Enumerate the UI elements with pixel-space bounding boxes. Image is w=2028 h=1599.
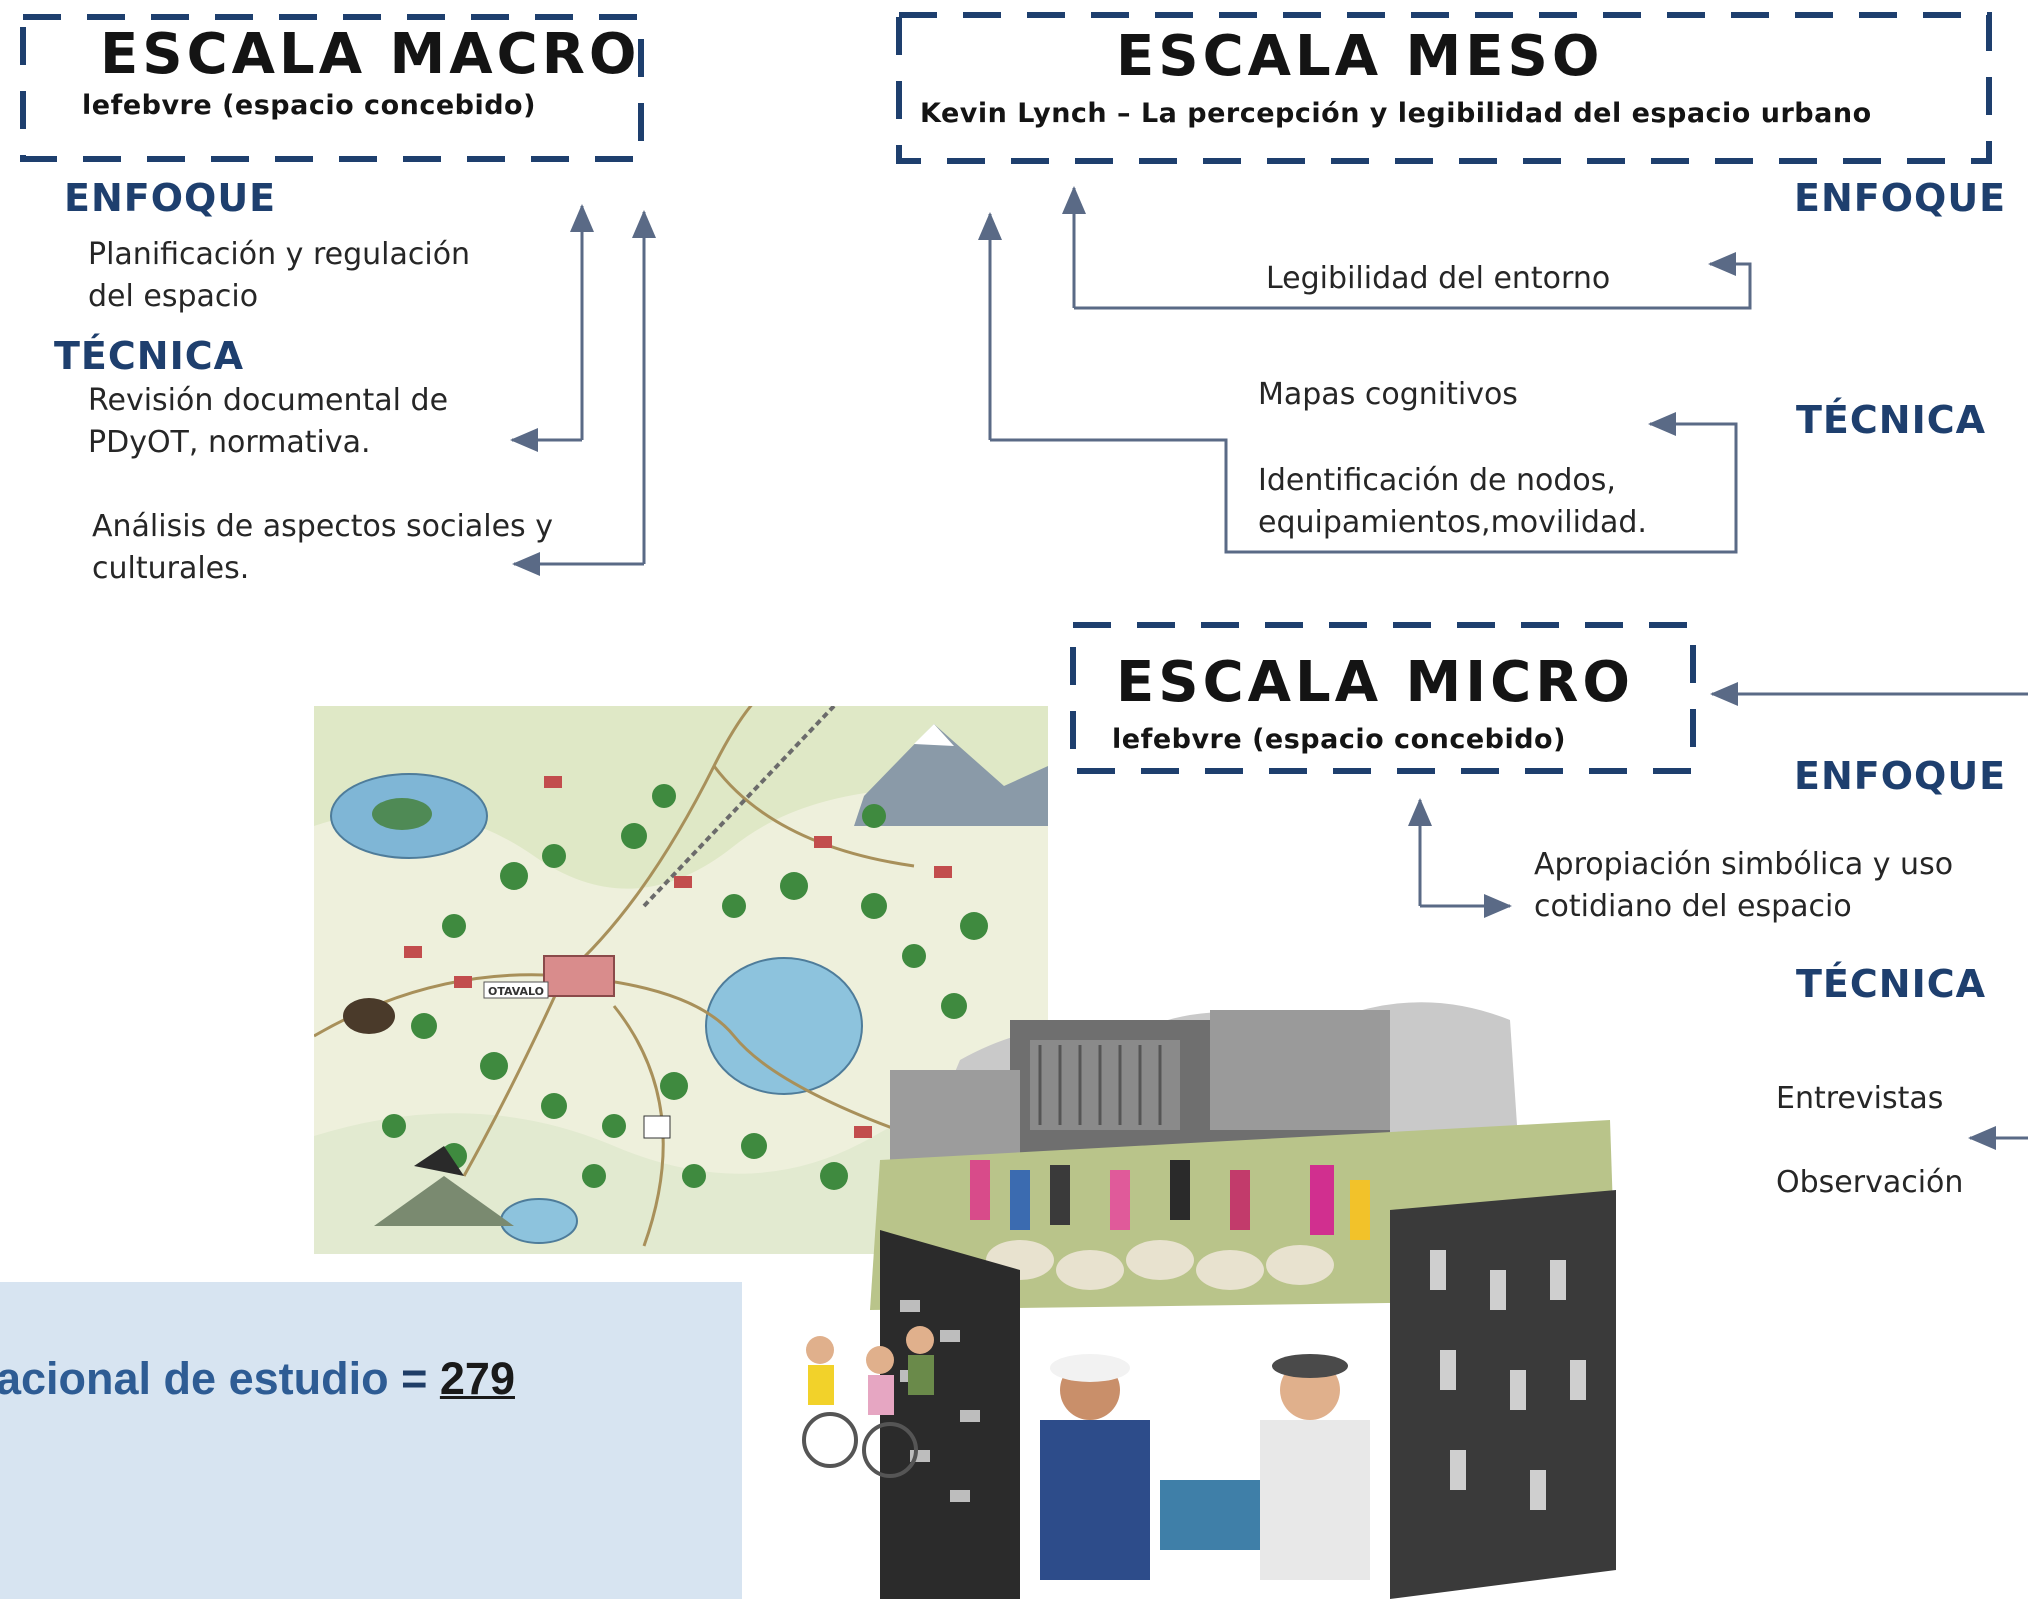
map-town-label: OTAVALO [488,985,544,998]
micro-tecnica-2: Observación [1776,1165,1964,1200]
micro-enfoque-heading: ENFOQUE [1794,754,2007,798]
sample-label: blacional de estudio [0,1353,389,1404]
micro-tecnica-heading: TÉCNICA [1796,962,1987,1006]
macro-tecnica-2-line-2: culturales. [92,551,250,586]
macro-enfoque-line-1: Planificación y regulación [88,237,471,272]
sample-value: 279 [439,1353,515,1404]
meso-enfoque-heading: ENFOQUE [1794,176,2007,220]
macro-tecnica-2-line-1: Análisis de aspectos sociales y [92,509,553,544]
macro-subtitle: lefebvre (espacio concebido) [82,90,536,121]
macro-tecnica-1-line-2: PDyOT, normativa. [88,425,371,460]
macro-tecnica-1-line-1: Revisión documental de [88,383,449,418]
sample-info-text: blacional de estudio = 279 [0,1353,515,1405]
collage-illustration [802,1002,1616,1599]
meso-dashed-border [896,12,1992,164]
meso-tecnica-1: Mapas cognitivos [1258,377,1518,412]
macro-title: ESCALA MACRO [100,22,641,87]
micro-enfoque-line-2: cotidiano del espacio [1534,889,1852,924]
photo-collage [790,970,1616,1599]
micro-title: ESCALA MICRO [1116,650,1634,715]
meso-tecnica-2-line-1: Identificación de nodos, [1258,463,1616,498]
macro-tecnica-heading: TÉCNICA [54,334,245,378]
micro-tecnica-1: Entrevistas [1776,1081,1944,1116]
sample-equals: = [401,1353,428,1404]
meso-subtitle: Kevin Lynch – La percepción y legibilida… [920,98,1872,129]
illustrated-map: OTAVALO [314,706,1048,1254]
meso-enfoque-text: Legibilidad del entorno [1266,261,1611,296]
micro-enfoque-line-1: Apropiación simbólica y uso [1534,847,1954,882]
macro-enfoque-line-2: del espacio [88,279,259,314]
meso-tecnica-heading: TÉCNICA [1796,398,1987,442]
meso-tecnica-2-line-2: equipamientos,movilidad. [1258,505,1647,540]
sample-info-box [0,1282,742,1599]
meso-title: ESCALA MESO [1116,24,1604,89]
meso-scale-box [896,12,1992,164]
micro-subtitle: lefebvre (espacio concebido) [1112,724,1566,755]
macro-enfoque-heading: ENFOQUE [64,176,277,220]
